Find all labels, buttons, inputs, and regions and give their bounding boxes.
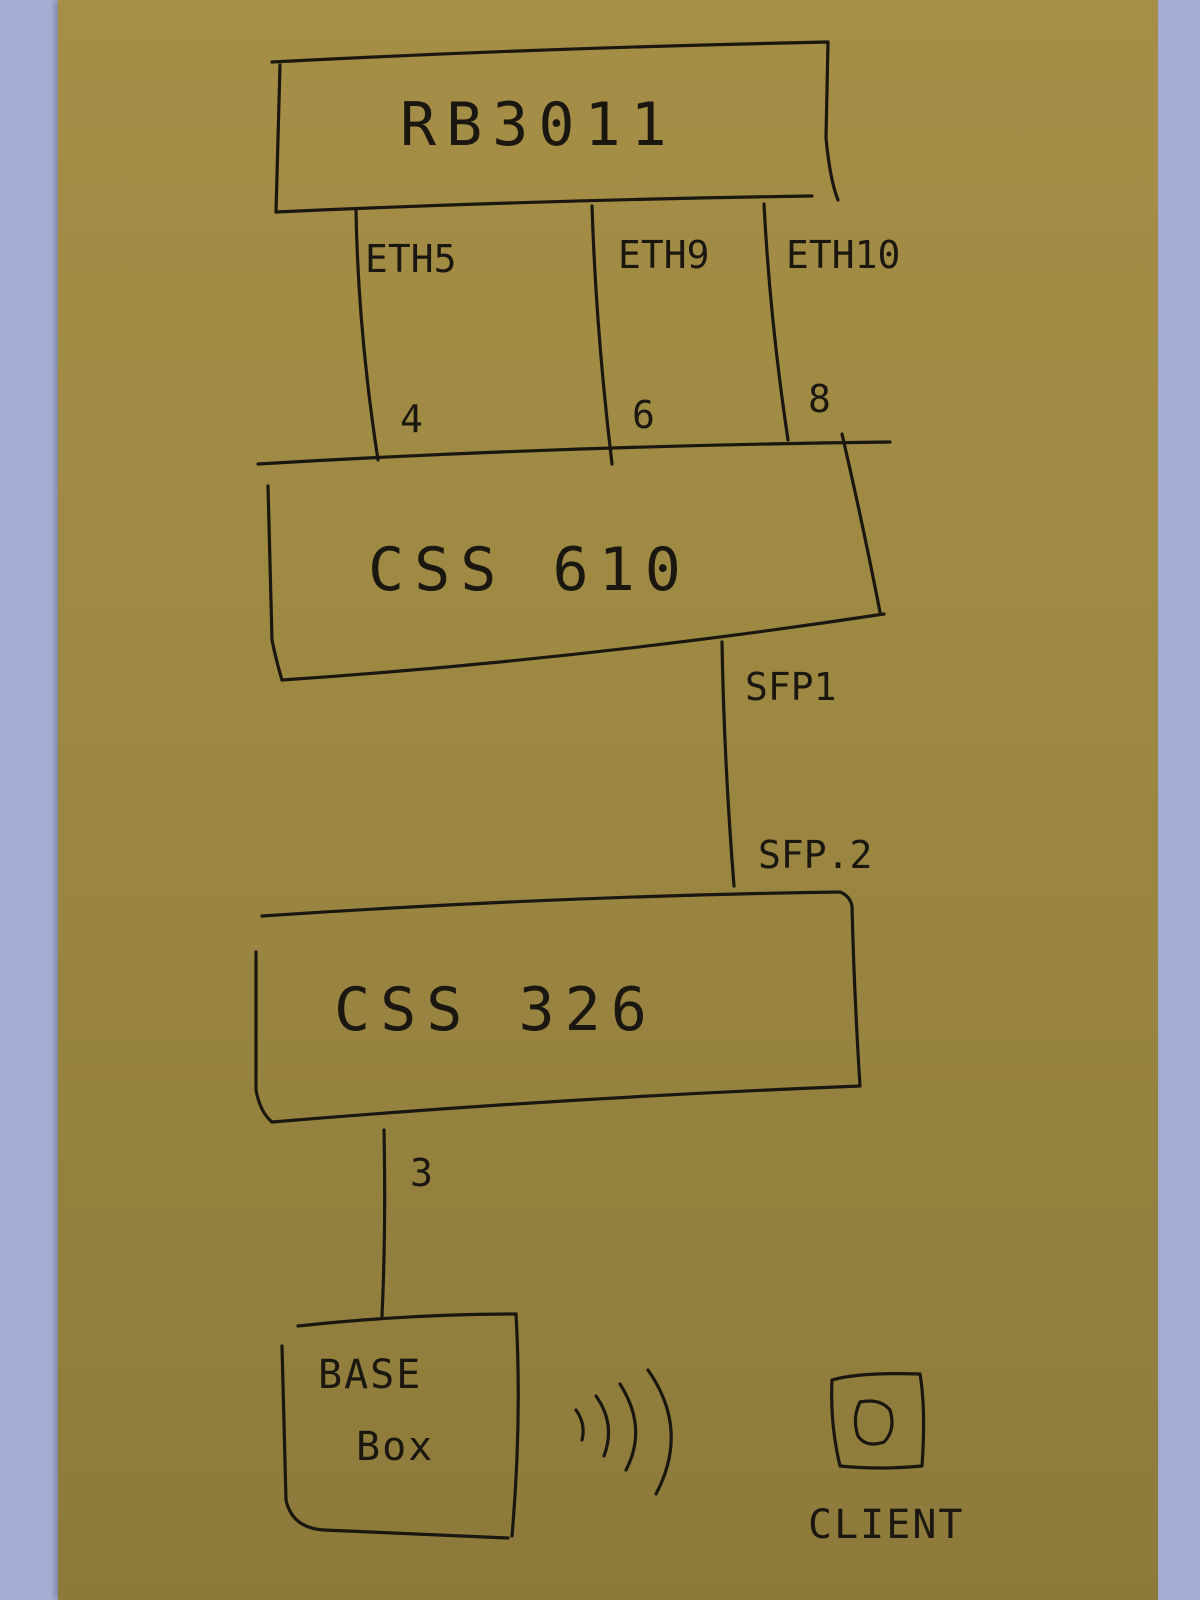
- switch1-box: CSS 610: [256, 432, 892, 682]
- link-port3-line: [380, 1128, 387, 1318]
- client-label: CLIENT: [808, 1502, 965, 1548]
- link-eth5-line: [354, 208, 380, 462]
- wifi-waves-icon: [574, 1368, 673, 1496]
- base-label-line2: Box: [356, 1424, 434, 1470]
- link-eth10-upper: ETH10: [786, 233, 900, 277]
- link-eth10-lower: 8: [808, 377, 831, 421]
- switch2-box: CSS 326: [254, 890, 862, 1124]
- link-sfp-lower: SFP.2: [758, 833, 872, 877]
- switch1-label: CSS 610: [368, 535, 691, 605]
- link-eth9-line: [590, 204, 614, 466]
- link-eth5-lower: 4: [400, 397, 423, 441]
- link-eth9-upper: ETH9: [618, 233, 710, 277]
- router-label: RB3011: [400, 90, 677, 160]
- link-sfp-line: [720, 640, 736, 888]
- link-eth10-line: [762, 202, 790, 442]
- router-box: RB3011: [270, 40, 840, 214]
- link-port3-label: 3: [410, 1151, 433, 1195]
- switch2-label: CSS 326: [334, 975, 657, 1045]
- base-box: BASE Box: [280, 1312, 520, 1540]
- client-device-icon: [830, 1372, 926, 1470]
- link-eth5-upper: ETH5: [365, 237, 457, 281]
- link-eth9-lower: 6: [632, 393, 655, 437]
- paper-sheet: [58, 0, 1158, 1600]
- base-label-line1: BASE: [318, 1352, 422, 1398]
- link-sfp-upper: SFP1: [745, 665, 837, 709]
